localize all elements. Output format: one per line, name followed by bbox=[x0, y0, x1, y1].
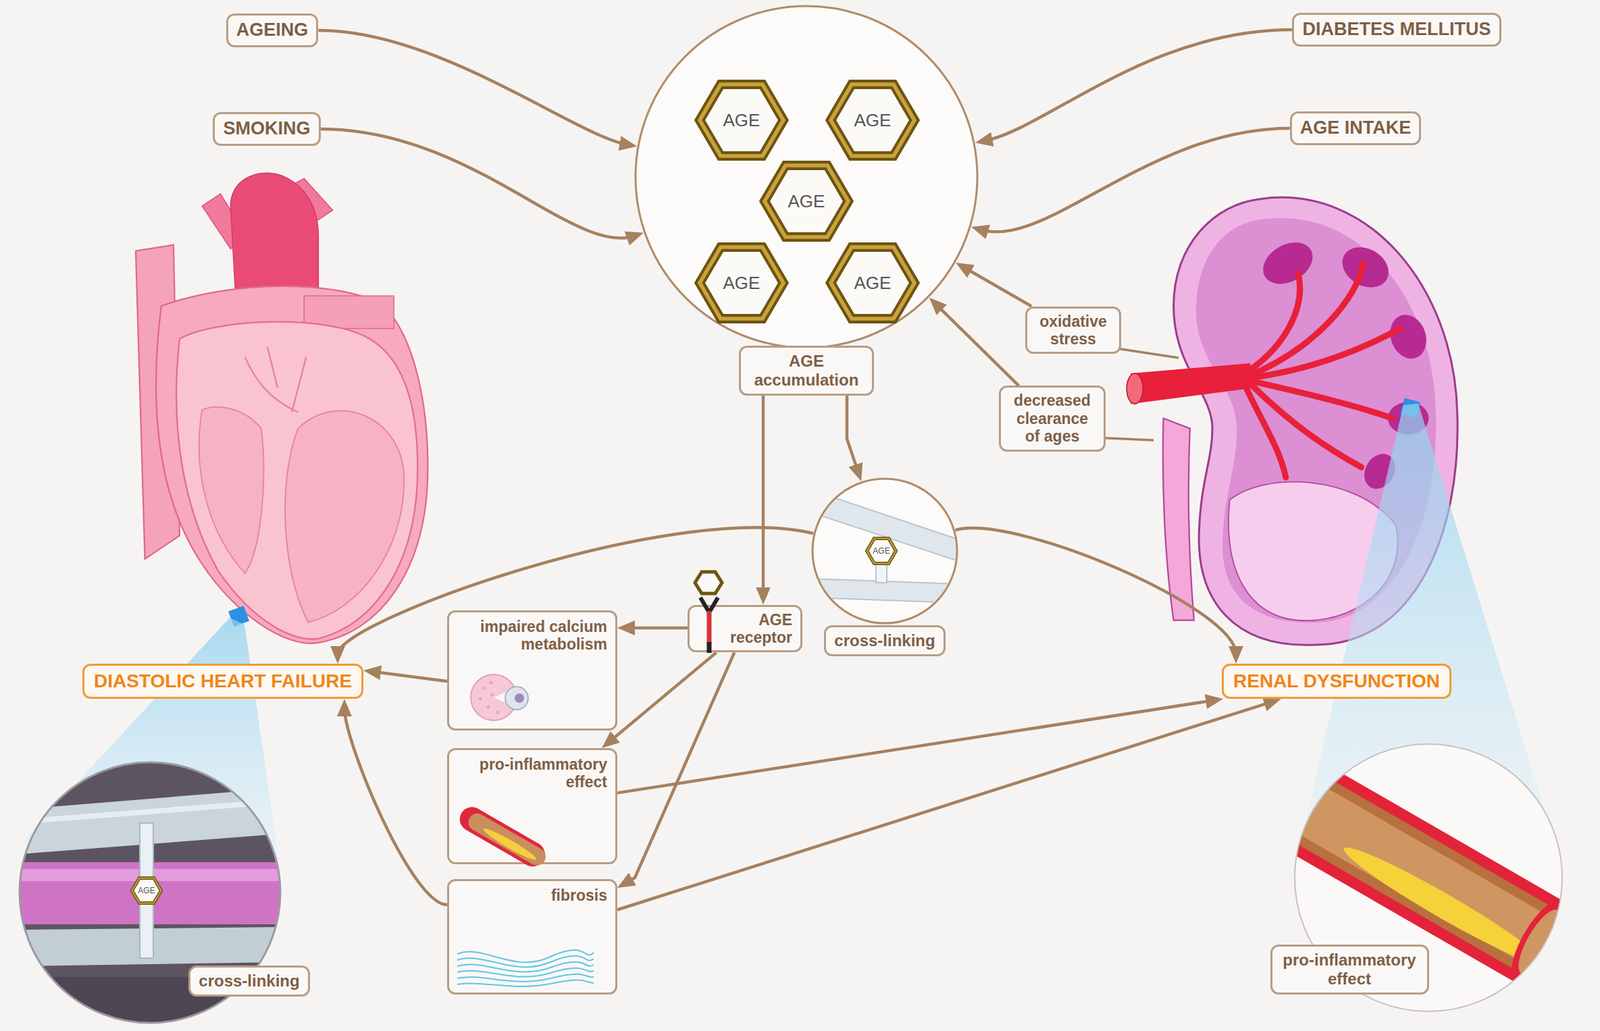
connector-arrow bbox=[625, 652, 735, 884]
risk-factor-box: DIABETES MELLITUS bbox=[1292, 12, 1501, 46]
node-text: AGE bbox=[872, 546, 890, 556]
effect-box: pro-inflammatory effect bbox=[447, 748, 618, 865]
connector-arrow bbox=[955, 528, 1236, 655]
cause-box: decreased clearance of ages bbox=[998, 385, 1106, 452]
outcome-box: DIASTOLIC HEART FAILURE bbox=[82, 663, 364, 700]
age-hexagon: AGE bbox=[825, 79, 920, 162]
node-text: AGE bbox=[788, 191, 826, 213]
age-hexagon: AGE bbox=[694, 79, 789, 162]
outcome-box: RENAL DYSFUNCTION bbox=[1221, 663, 1452, 700]
node-text: pro-inflammatory effect bbox=[1280, 950, 1419, 989]
connector-arrow bbox=[979, 128, 1290, 232]
risk-factor-box: SMOKING bbox=[212, 112, 321, 146]
node-text: decreased clearance of ages bbox=[1009, 391, 1096, 446]
cause-box: oxidative stress bbox=[1025, 306, 1122, 355]
effect-box: fibrosis bbox=[447, 879, 618, 995]
connector-arrow bbox=[984, 29, 1293, 142]
connector-arrow bbox=[320, 128, 635, 239]
node-text: oxidative stress bbox=[1035, 312, 1112, 349]
connector-arrow bbox=[761, 395, 766, 596]
node-text: cross-linking bbox=[198, 971, 300, 991]
connector-arrow bbox=[963, 267, 1032, 307]
node-text: AGEING bbox=[236, 19, 309, 41]
inset-circle: pro-inflammatory effect bbox=[1293, 742, 1564, 1014]
age-hexagon: AGE bbox=[694, 241, 789, 325]
node-text: AGE INTAKE bbox=[1300, 117, 1412, 139]
receptor-icon bbox=[692, 568, 727, 670]
risk-factor-box: AGE INTAKE bbox=[1289, 111, 1422, 145]
connector-arrow bbox=[337, 527, 814, 655]
node-text: DIABETES MELLITUS bbox=[1302, 18, 1491, 40]
node-text: RENAL DYSFUNCTION bbox=[1233, 670, 1440, 693]
heart-drawing bbox=[135, 172, 428, 644]
connector-arrow bbox=[936, 304, 1020, 387]
circle-label-box: cross-linking bbox=[188, 965, 310, 997]
connector-arrow bbox=[372, 672, 448, 682]
node-text: cross-linking bbox=[834, 631, 935, 651]
circle-label-box: AGE accumulation bbox=[738, 345, 874, 396]
age-hexagon: AGE bbox=[129, 875, 164, 906]
connector-arrow bbox=[318, 30, 628, 145]
effect-box: impaired calcium metabolism bbox=[447, 610, 618, 731]
connectors bbox=[318, 29, 1293, 911]
node-text: impaired calcium metabolism bbox=[457, 617, 608, 654]
circle-label-box: cross-linking bbox=[823, 625, 945, 657]
node-text: AGE bbox=[854, 110, 892, 132]
cross-link-circle: cross-linkingAGE bbox=[811, 477, 959, 625]
connector-arrow bbox=[344, 708, 448, 906]
node-text: AGE bbox=[723, 110, 761, 132]
connector-arrow bbox=[626, 626, 688, 631]
node-text: DIASTOLIC HEART FAILURE bbox=[93, 670, 352, 693]
node-text: SMOKING bbox=[222, 118, 311, 140]
connector-arrow bbox=[617, 700, 1214, 793]
node-text: AGE bbox=[137, 886, 155, 896]
age-hexagon: AGE bbox=[825, 241, 920, 325]
node-text: AGE receptor bbox=[727, 611, 793, 648]
age-hexagon: AGE bbox=[759, 160, 854, 243]
connector-arrow bbox=[846, 395, 859, 473]
age-hexagon: AGE bbox=[864, 536, 899, 566]
node-text: pro-inflammatory effect bbox=[457, 755, 608, 792]
node-text: fibrosis bbox=[457, 886, 608, 905]
age-pool-circle: AGE accumulationAGEAGEAGEAGEAGE bbox=[634, 4, 979, 350]
circle-label-box: pro-inflammatory effect bbox=[1270, 944, 1430, 995]
connector-arrow bbox=[617, 701, 1273, 910]
node-text: AGE bbox=[723, 272, 761, 294]
inset-circle: cross-linkingAGE bbox=[18, 761, 282, 1025]
receptor-box: AGE receptor bbox=[687, 605, 803, 654]
node-text: AGE bbox=[854, 272, 892, 294]
risk-factor-box: AGEING bbox=[226, 13, 319, 47]
node-text: AGE accumulation bbox=[749, 351, 864, 390]
